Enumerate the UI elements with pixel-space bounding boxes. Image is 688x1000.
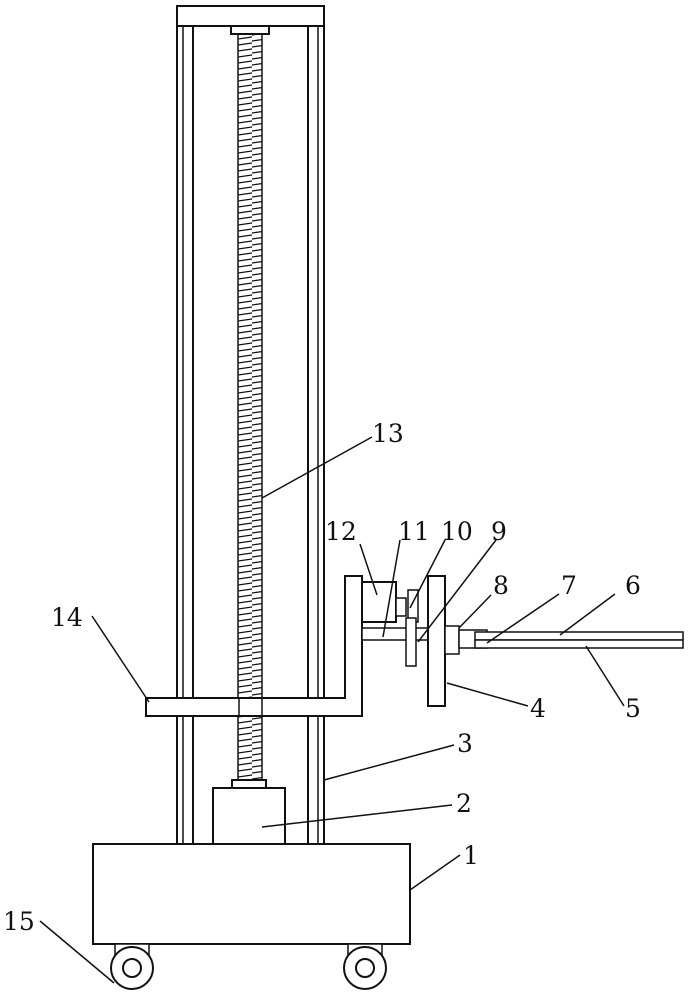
motor (212, 787, 286, 845)
upright-frame (176, 5, 325, 845)
label-1: 1 (463, 841, 479, 870)
label-7: 7 (561, 571, 577, 600)
label-4: 4 (530, 694, 546, 723)
gear-large (405, 617, 417, 667)
lead-screw (230, 25, 270, 789)
label-13: 13 (372, 419, 404, 448)
label-2: 2 (456, 789, 472, 818)
label-3: 3 (457, 729, 473, 758)
l-shaped-arm (145, 575, 363, 717)
right-wheel (343, 943, 387, 990)
base-box (92, 843, 411, 945)
label-14: 14 (51, 603, 83, 632)
label-11: 11 (398, 517, 430, 546)
gear-upper (395, 597, 407, 617)
drive-shaft (361, 627, 429, 641)
label-5: 5 (625, 694, 641, 723)
disc-plate (427, 575, 446, 707)
leader-lines (39, 436, 625, 984)
label-6: 6 (625, 571, 641, 600)
label-8: 8 (493, 571, 509, 600)
bar-upper (474, 631, 684, 641)
label-15: 15 (3, 907, 35, 936)
label-12: 12 (325, 517, 357, 546)
label-10: 10 (441, 517, 473, 546)
bar-lower (474, 639, 684, 649)
left-wheel (110, 943, 154, 990)
clamp-bracket (444, 625, 460, 655)
label-9: 9 (491, 517, 507, 546)
